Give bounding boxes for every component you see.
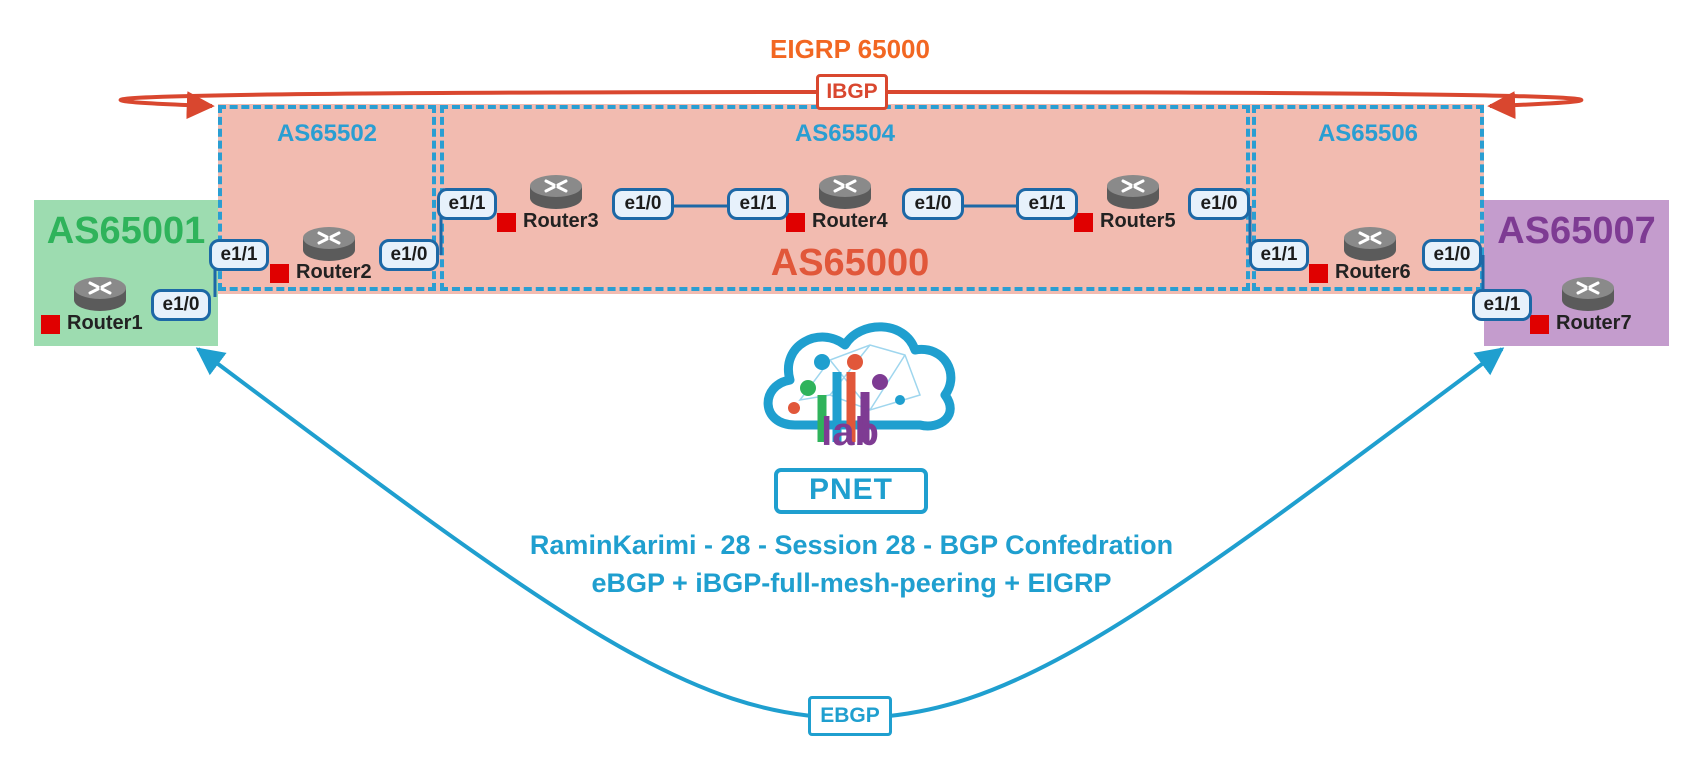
router2-e1-1[interactable]: e1/1 bbox=[209, 239, 269, 271]
as65502-label: AS65502 bbox=[276, 120, 378, 147]
logo-lab-text: lab bbox=[821, 410, 879, 454]
router5-icon[interactable] bbox=[1105, 173, 1161, 211]
as65506-box bbox=[1252, 105, 1484, 291]
router6-label[interactable]: Router6 bbox=[1335, 261, 1411, 283]
logo-pnet-text: PNET bbox=[808, 473, 893, 506]
router4-e1-0[interactable]: e1/0 bbox=[902, 188, 964, 220]
router1-icon[interactable] bbox=[72, 275, 128, 313]
router4-e1-1[interactable]: e1/1 bbox=[727, 188, 789, 220]
router1-status bbox=[41, 315, 60, 334]
router7-label[interactable]: Router7 bbox=[1556, 312, 1632, 334]
router4-label[interactable]: Router4 bbox=[812, 210, 888, 232]
router2-icon[interactable] bbox=[301, 225, 357, 263]
as65502-box bbox=[218, 105, 436, 291]
router1-e1-0[interactable]: e1/0 bbox=[151, 289, 211, 321]
as65001-area bbox=[34, 200, 218, 346]
as65007-label: AS65007 bbox=[1497, 210, 1656, 252]
router3-icon[interactable] bbox=[528, 173, 584, 211]
as65007-area bbox=[1484, 200, 1669, 346]
router2-e1-0[interactable]: e1/0 bbox=[379, 239, 439, 271]
ibgp-badge: IBGP bbox=[816, 74, 888, 110]
router6-icon[interactable] bbox=[1342, 225, 1398, 263]
eigrp-label: EIGRP 65000 bbox=[770, 34, 930, 64]
router3-label[interactable]: Router3 bbox=[523, 210, 599, 232]
router3-e1-0[interactable]: e1/0 bbox=[612, 188, 674, 220]
router5-e1-1[interactable]: e1/1 bbox=[1016, 188, 1078, 220]
router3-e1-1[interactable]: e1/1 bbox=[437, 188, 497, 220]
router7-e1-1[interactable]: e1/1 bbox=[1472, 289, 1532, 321]
as65506-label: AS65506 bbox=[1317, 120, 1419, 147]
router5-status bbox=[1074, 213, 1093, 232]
router5-label[interactable]: Router5 bbox=[1100, 210, 1176, 232]
caption-line-1: RaminKarimi - 28 - Session 28 - BGP Conf… bbox=[529, 530, 1174, 560]
router7-status bbox=[1530, 315, 1549, 334]
router6-status bbox=[1309, 264, 1328, 283]
router1-label[interactable]: Router1 bbox=[67, 312, 143, 334]
pnet-logo bbox=[763, 322, 956, 514]
ebgp-badge: EBGP bbox=[808, 696, 892, 736]
router5-e1-0[interactable]: e1/0 bbox=[1188, 188, 1250, 220]
router6-e1-0[interactable]: e1/0 bbox=[1422, 239, 1482, 271]
router6-e1-1[interactable]: e1/1 bbox=[1249, 239, 1309, 271]
ibgp-arc bbox=[118, 90, 1584, 120]
as65001-label: AS65001 bbox=[46, 210, 206, 252]
as65000-label: AS65000 bbox=[770, 242, 930, 284]
caption-line-2: eBGP + iBGP-full-mesh-peering + EIGRP bbox=[591, 568, 1112, 598]
router2-status bbox=[270, 264, 289, 283]
router7-icon[interactable] bbox=[1560, 275, 1616, 313]
router4-icon[interactable] bbox=[817, 173, 873, 211]
router2-label[interactable]: Router2 bbox=[296, 261, 372, 283]
router3-status bbox=[497, 213, 516, 232]
as65504-label: AS65504 bbox=[794, 120, 896, 147]
router4-status bbox=[786, 213, 805, 232]
